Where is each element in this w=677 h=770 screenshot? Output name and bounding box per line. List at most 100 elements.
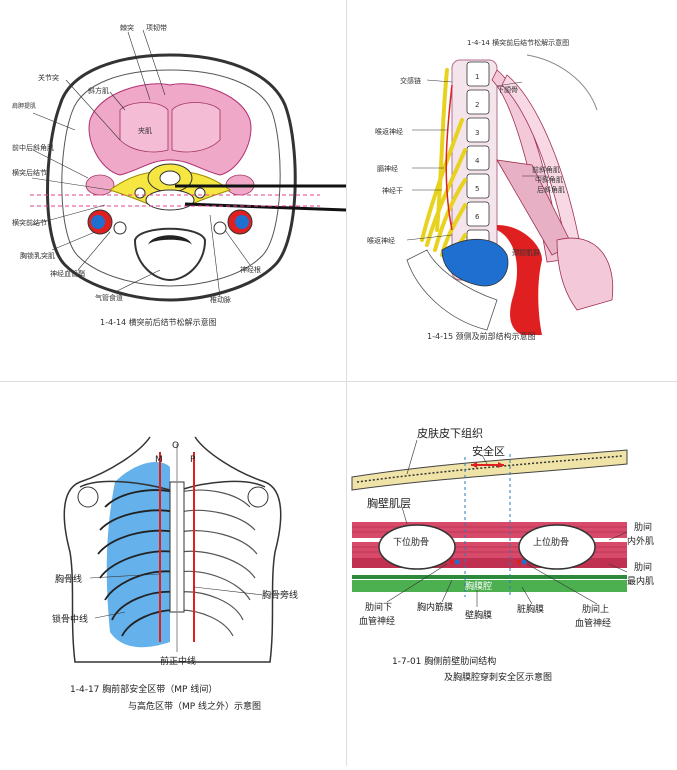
artery-main xyxy=(497,225,542,335)
label-xionggu: 胸骨线 xyxy=(55,573,82,585)
panel-divider-vertical xyxy=(346,0,347,766)
neck-inner-outline xyxy=(61,69,281,287)
muscle-right-inner xyxy=(171,102,221,153)
label-shangweileigu: 上位肋骨 xyxy=(533,536,569,548)
vein-main xyxy=(441,238,509,287)
vertebra-number-3: 3 xyxy=(475,129,479,137)
muscle-band-3 xyxy=(352,558,627,568)
label-shenjinggan: 神经干 xyxy=(382,186,403,195)
panel1-caption: 1-4-14 横突前后结节松解示意图 xyxy=(100,317,217,327)
label-qianzhongxiejiaoji: 前中后斜角肌 xyxy=(12,143,54,152)
panel2-caption: 1-4-15 颈侧及前部结构示意图 xyxy=(427,331,536,341)
label-lshang: 肋间上 xyxy=(582,603,609,615)
label-houfanshenjing2: 喉返神经 xyxy=(367,236,395,245)
needle-c xyxy=(184,202,347,212)
leader-lines-panel2 xyxy=(406,79,547,251)
label-xiaweileigu: 下位肋骨 xyxy=(393,536,429,548)
label-xgsj1: 血管神经 xyxy=(359,615,395,627)
rib-upper xyxy=(518,524,596,570)
shoulder-left xyxy=(77,486,99,508)
label-qianzheng: 前正中线 xyxy=(160,655,196,667)
panel4-caption2: 及胸膜腔穿刺安全区示意图 xyxy=(444,671,552,683)
skin-layer xyxy=(351,449,628,491)
label-xiongneijinmo: 胸内筋膜 xyxy=(417,601,453,613)
vertebra-number-1: 1 xyxy=(475,73,479,81)
esophagus xyxy=(148,235,192,245)
label-jitu: 棘突 xyxy=(120,23,134,32)
chest-safe-zone-diagram: M O P 胸骨线 锁骨中线 胸骨旁线 前正中线 1-4-17 胸前部安全区带（… xyxy=(52,436,298,712)
label-houfanshenjing: 喉返神经 xyxy=(375,127,403,136)
vertebra-number-4: 4 xyxy=(475,157,480,165)
label-zhongxiejiaoji: 中斜角肌 xyxy=(535,175,563,184)
ribs-left xyxy=(97,489,176,637)
vessel-dot-1 xyxy=(449,559,455,565)
label-banjiji: 夹肌 xyxy=(138,126,152,135)
label-xgsj2: 血管神经 xyxy=(575,617,611,629)
muscle-left-inner xyxy=(119,102,169,153)
panel-chest-safe-zone: M O P 胸骨线 锁骨中线 胸骨旁线 前正中线 1-4-17 胸前部安全区带（… xyxy=(0,382,346,766)
vertebra-number-6: 6 xyxy=(475,213,480,221)
recurrent-nerve-line xyxy=(445,84,453,231)
label-hengtuhoujiejie: 横突后结节 xyxy=(12,168,47,177)
label-neiwaiji: 内外肌 xyxy=(627,535,654,547)
shoulder-right xyxy=(247,486,269,508)
pleura-visceral xyxy=(352,580,627,592)
label-shenjingxueguanqiao: 神经血管鞘 xyxy=(50,269,85,278)
foramen-left xyxy=(134,187,146,199)
mandible xyxy=(526,54,598,111)
label-xiongsuorutuji: 胸锁乳突肌 xyxy=(20,251,55,260)
vertebra-number-2: 2 xyxy=(475,101,479,109)
label-geshenjing: 膈神经 xyxy=(377,164,398,173)
ribs-right xyxy=(179,489,258,637)
label-xiahegu: 下颌骨 xyxy=(497,85,518,94)
neck-lateral-diagram: 1-4-14 横突前后结节松解示意图 1 2 3 4 5 6 7 xyxy=(367,38,614,341)
vertebral-body xyxy=(145,189,195,211)
label-xiangshengdai: 项韧带 xyxy=(146,23,167,32)
intercostal-diagram: 皮肤皮下组织 安全区 胸壁肌层 下位肋骨 上位肋骨 肋间 内外肌 肋间 最内肌 … xyxy=(351,426,654,683)
label-p: P xyxy=(190,455,196,465)
pleura-parietal xyxy=(352,575,627,579)
leader-lines-panel4 xyxy=(386,439,628,607)
label-zhuidongmai: 椎动脉 xyxy=(210,295,231,304)
foramen-right xyxy=(194,187,206,199)
spinal-cord xyxy=(159,170,181,186)
label-lxia: 肋间下 xyxy=(365,601,392,613)
label-xiongmoqiang: 胸膜腔 xyxy=(465,580,492,592)
label-hengtuqianjiejie: 横突前结节 xyxy=(12,218,47,227)
label-qianxiejiaoji: 前斜角肌 xyxy=(532,165,560,174)
label-o: O xyxy=(172,441,179,451)
label-bixiongmo: 壁胸膜 xyxy=(465,609,492,621)
label-suogu: 锁骨中线 xyxy=(52,613,88,625)
clavicle-right xyxy=(179,480,266,491)
vessel-dot-3 xyxy=(516,559,522,565)
torso-outline xyxy=(63,436,282,663)
label-jiaogan: 交感链 xyxy=(400,76,421,85)
neck-outline xyxy=(46,53,297,302)
label-guanjietu: 关节突 xyxy=(38,73,59,82)
label-qiguanshidao: 气管食道 xyxy=(95,293,123,302)
panel3-caption2: 与高危区带（MP 线之外）示意图 xyxy=(128,700,261,712)
vessel-small-left xyxy=(113,221,127,235)
muscle-mass-posterior xyxy=(88,83,252,176)
arrow-left-head xyxy=(471,462,477,468)
arrow-right-head xyxy=(498,462,504,468)
label-shenjinggen: 神经根 xyxy=(240,265,261,274)
label-xionggupang: 胸骨旁线 xyxy=(262,589,298,601)
panel-neck-lateral: 1-4-14 横突前后结节松解示意图 1 2 3 4 5 6 7 xyxy=(347,0,677,381)
rib-lower xyxy=(378,524,456,570)
label-jingqianjiqun: 颈前肌群 xyxy=(512,248,540,257)
vessel-small-right xyxy=(213,221,227,235)
skin-texture xyxy=(356,455,623,483)
muscle-gap xyxy=(352,538,627,542)
label-anquan: 安全区 xyxy=(472,444,505,458)
panel3-caption1: 1-4-17 胸前部安全区带（MP 线间） xyxy=(70,683,217,695)
label-zuineiji: 最内肌 xyxy=(627,575,654,587)
leader-lines xyxy=(31,29,251,298)
label-leijian2: 肋间 xyxy=(634,561,652,573)
clavicle xyxy=(406,249,498,331)
scalene-left xyxy=(85,174,115,196)
label-pifu: 皮肤皮下组织 xyxy=(417,426,483,440)
label-zangxiongmo: 脏胸膜 xyxy=(517,603,544,615)
panel-divider-horizontal xyxy=(0,381,677,382)
vertebra-number-5: 5 xyxy=(475,185,479,193)
